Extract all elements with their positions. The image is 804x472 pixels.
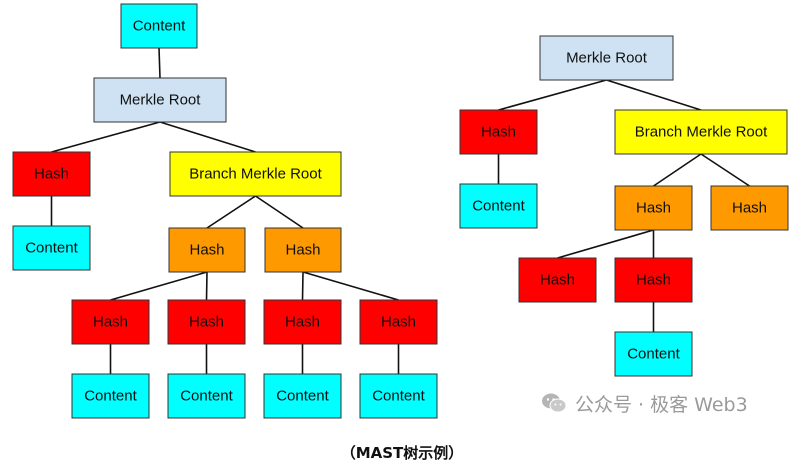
edge-r-branch-root-to-r-hash-orange-2 xyxy=(700,153,750,187)
l-hash-red-1-box xyxy=(71,299,150,345)
l-merkle-root-box xyxy=(93,77,227,123)
l-hash-red-3-node: Hash xyxy=(263,299,342,345)
l-branch-root-node: Branch Merkle Root xyxy=(169,151,342,197)
l-content-1-node: Content xyxy=(71,373,150,419)
figure-caption: （MAST树示例） xyxy=(340,444,464,462)
edge-r-branch-root-to-r-hash-orange-1 xyxy=(653,153,702,187)
r-branch-root-label: Branch Merkle Root xyxy=(635,124,768,141)
l-top-content-label: Content xyxy=(133,18,186,35)
r-branch-root-node: Branch Merkle Root xyxy=(614,109,788,155)
l-content-left-label: Content xyxy=(25,240,78,257)
l-content-3-box xyxy=(263,373,342,419)
edge-l-top-content-to-l-merkle-root xyxy=(158,47,161,79)
r-merkle-root-box xyxy=(539,35,674,81)
r-hash-orange-2-node: Hash xyxy=(710,185,789,231)
l-content-left-box xyxy=(12,225,91,271)
l-hash-orange-2-label: Hash xyxy=(285,242,320,259)
l-top-content-node: Content xyxy=(120,3,198,49)
r-content-bottom-node: Content xyxy=(614,331,693,377)
edge-l-branch-root-to-l-hash-orange-1 xyxy=(206,195,256,229)
r-hash-red-1-node: Hash xyxy=(518,257,597,303)
r-hash-left-label: Hash xyxy=(481,124,516,141)
edge-r-merkle-root-to-r-hash-left xyxy=(498,79,607,111)
l-content-4-label: Content xyxy=(372,388,425,405)
l-merkle-root-label: Merkle Root xyxy=(120,92,202,109)
edge-r-merkle-root-to-r-branch-root xyxy=(606,79,702,111)
watermark: 公众号 · 极客 Web3 xyxy=(541,386,791,420)
r-merkle-root-label: Merkle Root xyxy=(566,50,648,67)
l-top-content-box xyxy=(120,3,198,49)
l-hash-red-1-label: Hash xyxy=(93,314,128,331)
l-hash-red-2-node: Hash xyxy=(167,299,246,345)
l-hash-left-node: Hash xyxy=(12,151,91,197)
edge-l-hash-orange-2-to-l-hash-red-4 xyxy=(302,271,399,301)
l-content-2-label: Content xyxy=(180,388,233,405)
r-hash-left-box xyxy=(459,109,538,155)
l-merkle-root-node: Merkle Root xyxy=(93,77,227,123)
r-hash-red-2-node: Hash xyxy=(614,257,693,303)
l-hash-orange-1-node: Hash xyxy=(168,227,246,273)
r-content-left-box xyxy=(459,183,538,229)
edge-l-merkle-root-to-l-hash-left xyxy=(51,121,161,153)
r-hash-orange-1-box xyxy=(614,185,693,231)
l-hash-red-1-node: Hash xyxy=(71,299,150,345)
r-branch-root-box xyxy=(614,109,788,155)
l-branch-root-box xyxy=(169,151,342,197)
l-hash-red-4-node: Hash xyxy=(359,299,438,345)
l-content-left-node: Content xyxy=(12,225,91,271)
r-hash-red-2-label: Hash xyxy=(636,272,671,289)
r-content-bottom-label: Content xyxy=(627,346,680,363)
wechat-icon xyxy=(541,392,567,414)
l-hash-red-4-box xyxy=(359,299,438,345)
l-hash-orange-2-box xyxy=(264,227,342,273)
l-content-3-node: Content xyxy=(263,373,342,419)
l-content-2-box xyxy=(167,373,246,419)
edge-r-hash-orange-1-to-r-hash-red-1 xyxy=(557,229,654,259)
l-content-4-box xyxy=(359,373,438,419)
r-hash-orange-1-label: Hash xyxy=(636,200,671,217)
l-hash-orange-1-label: Hash xyxy=(189,242,224,259)
r-hash-orange-2-label: Hash xyxy=(732,200,767,217)
r-hash-red-1-box xyxy=(518,257,597,303)
edge-l-hash-orange-1-to-l-hash-red-2 xyxy=(205,271,208,301)
edge-l-branch-root-to-l-hash-orange-2 xyxy=(255,195,304,229)
r-hash-orange-1-node: Hash xyxy=(614,185,693,231)
l-hash-orange-1-box xyxy=(168,227,246,273)
l-hash-red-2-label: Hash xyxy=(189,314,224,331)
r-hash-red-2-box xyxy=(614,257,693,303)
r-hash-red-1-label: Hash xyxy=(540,272,575,289)
l-content-2-node: Content xyxy=(167,373,246,419)
watermark-text: 公众号 · 极客 Web3 xyxy=(575,393,748,416)
edge-l-merkle-root-to-l-branch-root xyxy=(159,121,256,153)
l-hash-red-4-label: Hash xyxy=(381,314,416,331)
tree-edges xyxy=(50,47,750,374)
edge-l-hash-orange-1-to-l-hash-red-1 xyxy=(110,271,208,301)
l-hash-left-label: Hash xyxy=(34,166,69,183)
r-content-left-node: Content xyxy=(459,183,538,229)
l-hash-orange-2-node: Hash xyxy=(264,227,342,273)
r-merkle-root-node: Merkle Root xyxy=(539,35,674,81)
edge-l-hash-orange-2-to-l-hash-red-3 xyxy=(301,271,304,301)
r-hash-left-node: Hash xyxy=(459,109,538,155)
l-content-1-box xyxy=(71,373,150,419)
l-hash-red-2-box xyxy=(167,299,246,345)
l-hash-red-3-box xyxy=(263,299,342,345)
r-content-left-label: Content xyxy=(472,198,525,215)
r-content-bottom-box xyxy=(614,331,693,377)
l-hash-left-box xyxy=(12,151,91,197)
l-hash-red-3-label: Hash xyxy=(285,314,320,331)
l-content-3-label: Content xyxy=(276,388,329,405)
l-content-4-node: Content xyxy=(359,373,438,419)
l-content-1-label: Content xyxy=(84,388,137,405)
l-branch-root-label: Branch Merkle Root xyxy=(189,166,322,183)
r-hash-orange-2-box xyxy=(710,185,789,231)
